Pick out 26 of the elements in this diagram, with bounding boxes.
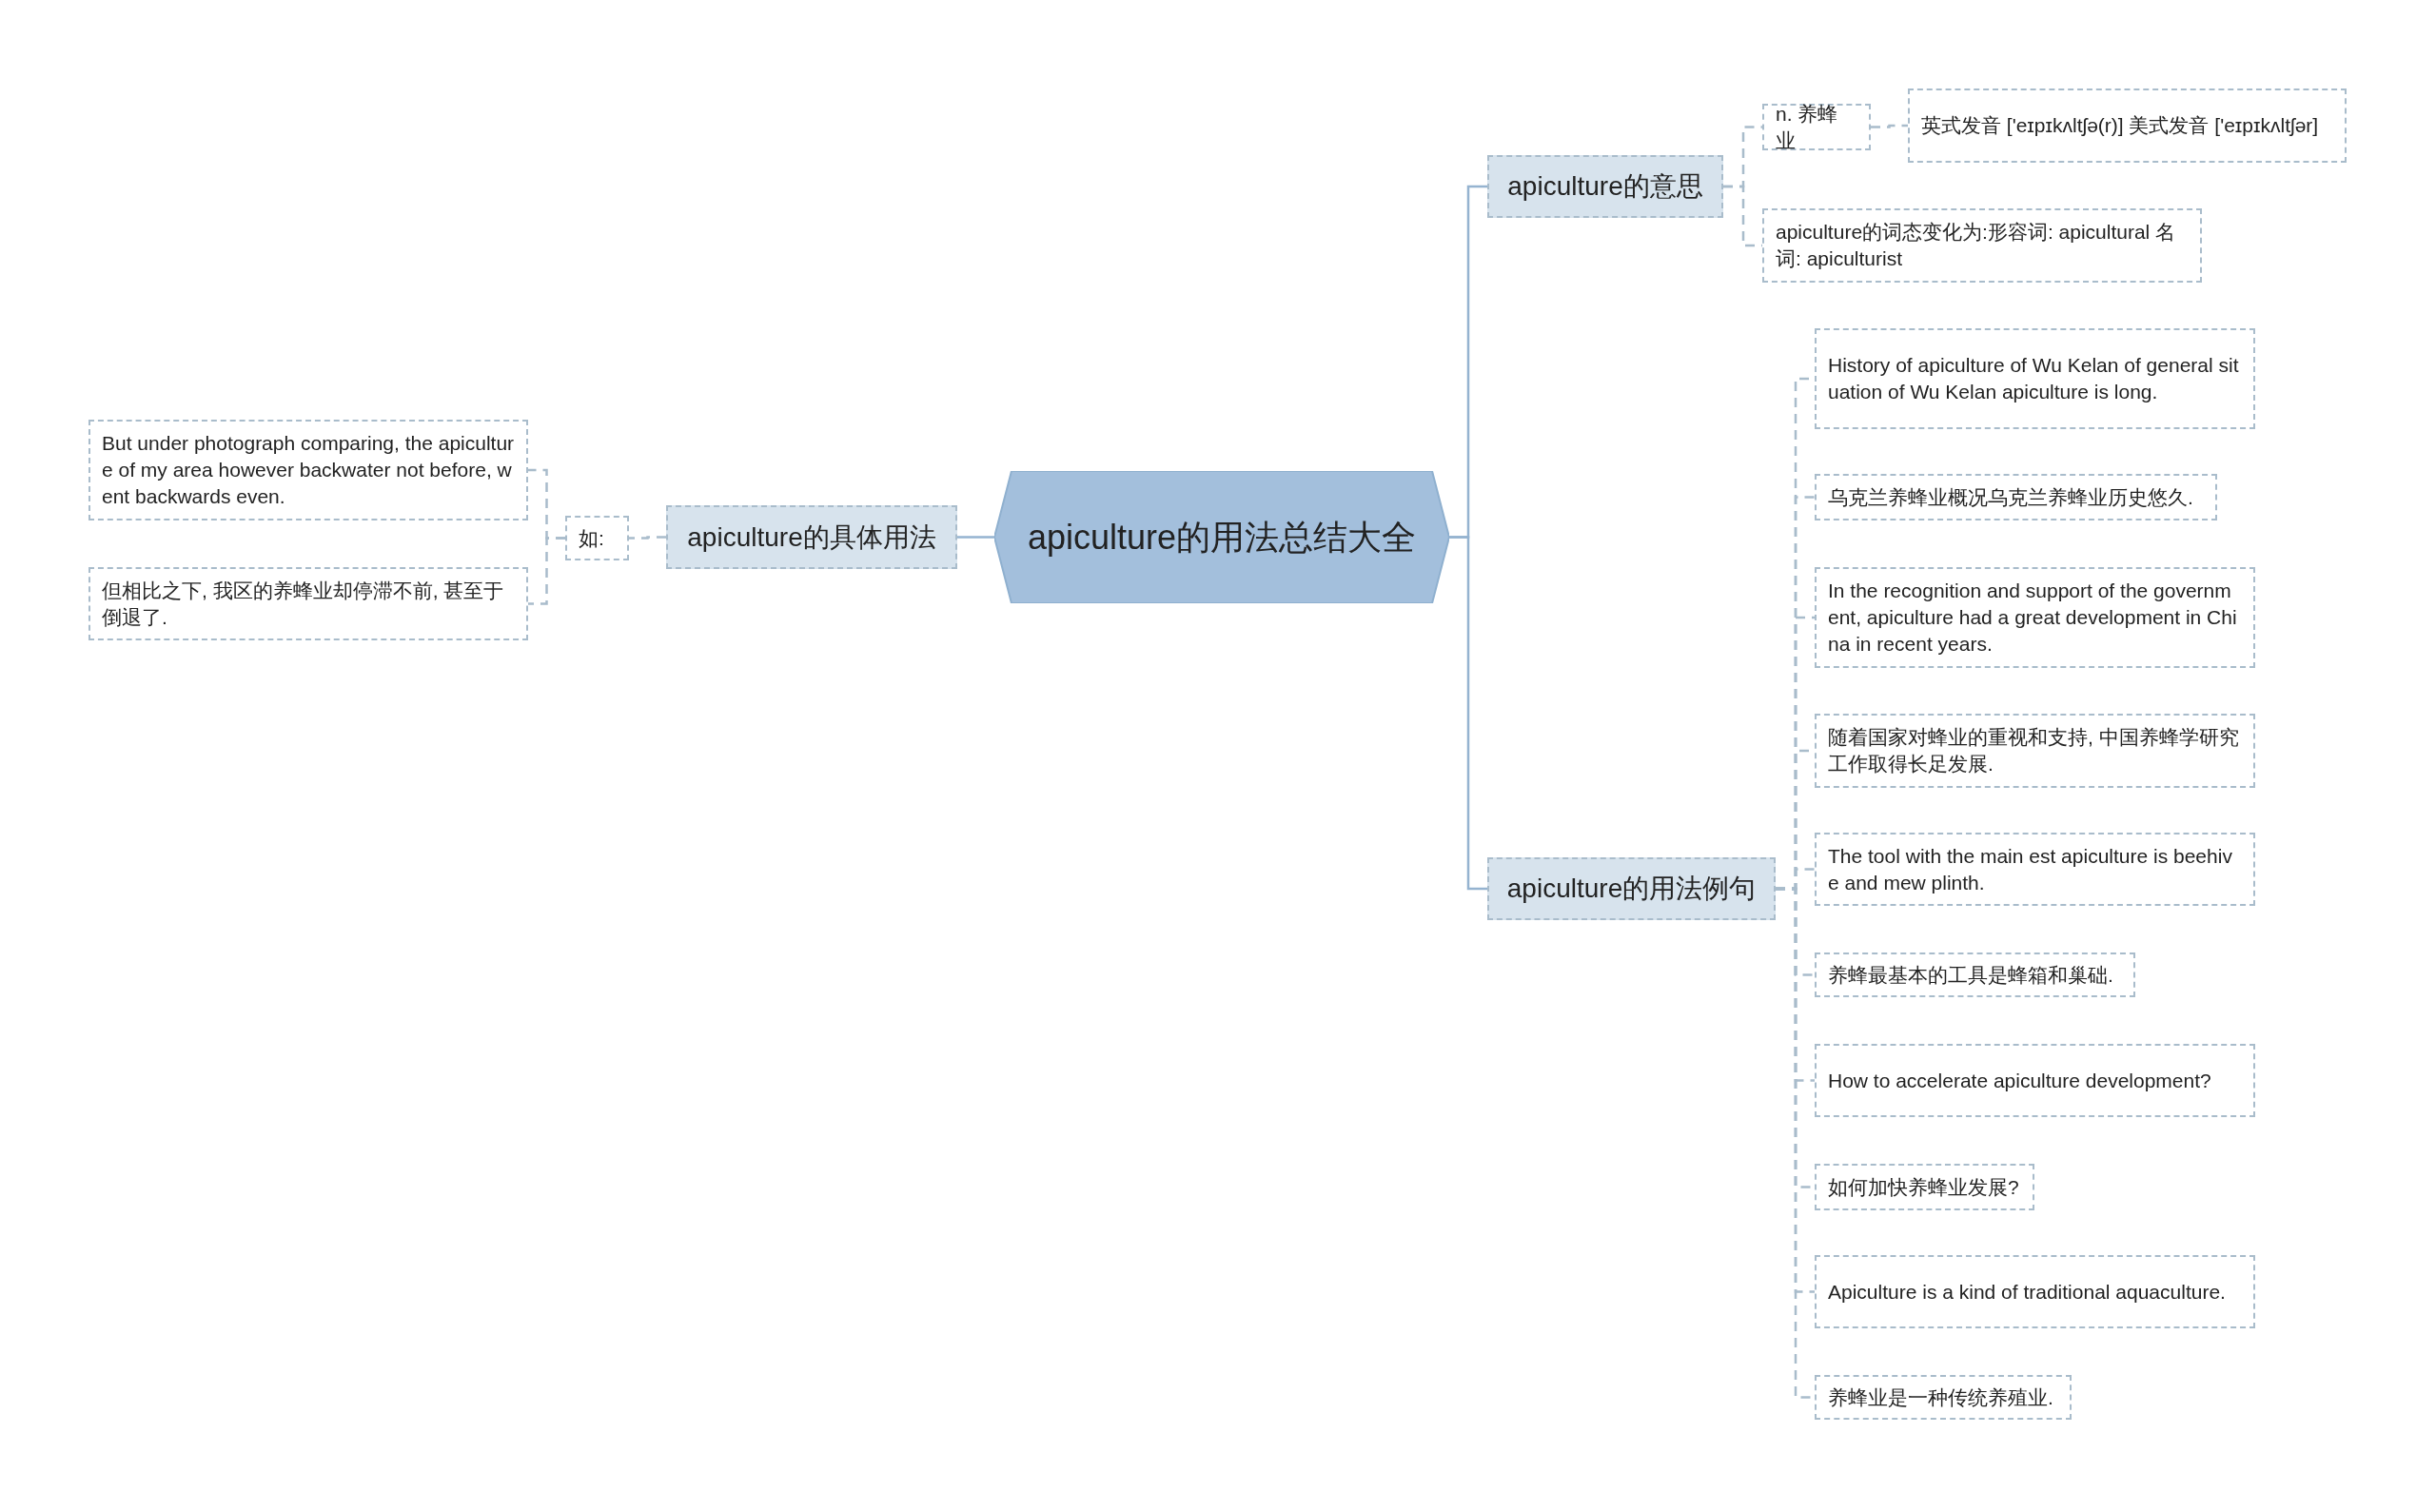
connector-line	[1449, 536, 1487, 891]
topic-text: apiculture的用法总结大全	[1027, 516, 1417, 559]
branch-box: apiculture的具体用法	[666, 505, 957, 569]
text-box: In the recognition and support of the government, apiculture had a great development in China in recent years.	[1815, 567, 2255, 668]
text-box: 乌克兰养蜂业概况乌克兰养蜂业历史悠久.	[1815, 474, 2217, 520]
text-box: apiculture的词态变化为:形容词: apicultural 名词: apiculturist	[1762, 208, 2202, 283]
text-box: Apiculture is a kind of traditional aquaculture.	[1815, 1255, 2255, 1328]
text-box: n. 养蜂业	[1762, 104, 1871, 150]
text-box: History of apiculture of Wu Kelan of general situation of Wu Kelan apiculture is long.	[1815, 328, 2255, 429]
text-box: How to accelerate apiculture development?	[1815, 1044, 2255, 1117]
connector-line	[528, 537, 565, 605]
connector-line	[629, 536, 666, 540]
topic-hexagon	[994, 471, 1449, 603]
text-box: The tool with the main est apiculture is beehive and mew plinth.	[1815, 833, 2255, 906]
connector-line	[957, 536, 994, 539]
text-box: 养蜂业是一种传统养殖业.	[1815, 1375, 2072, 1420]
text-box: 如何加快养蜂业发展?	[1815, 1164, 2034, 1210]
text-box: 但相比之下, 我区的养蜂业却停滞不前, 甚至于倒退了.	[88, 567, 528, 640]
connector-line	[1871, 124, 1908, 128]
text-box: 如:	[565, 516, 629, 560]
text-box: 英式发音 ['eɪpɪkʌltʃə(r)] 美式发音 ['eɪpɪkʌltʃər]	[1908, 88, 2347, 163]
branch-box: apiculture的用法例句	[1487, 857, 1776, 920]
text-box: 养蜂最基本的工具是蜂箱和巢础.	[1815, 952, 2135, 997]
text-box: But under photograph comparing, the apiculture of my area however backwater not before, went backwards even.	[88, 420, 528, 520]
branch-box: apiculture的意思	[1487, 155, 1723, 218]
text-box: 随着国家对蜂业的重视和支持, 中国养蜂学研究工作取得长足发展.	[1815, 714, 2255, 788]
